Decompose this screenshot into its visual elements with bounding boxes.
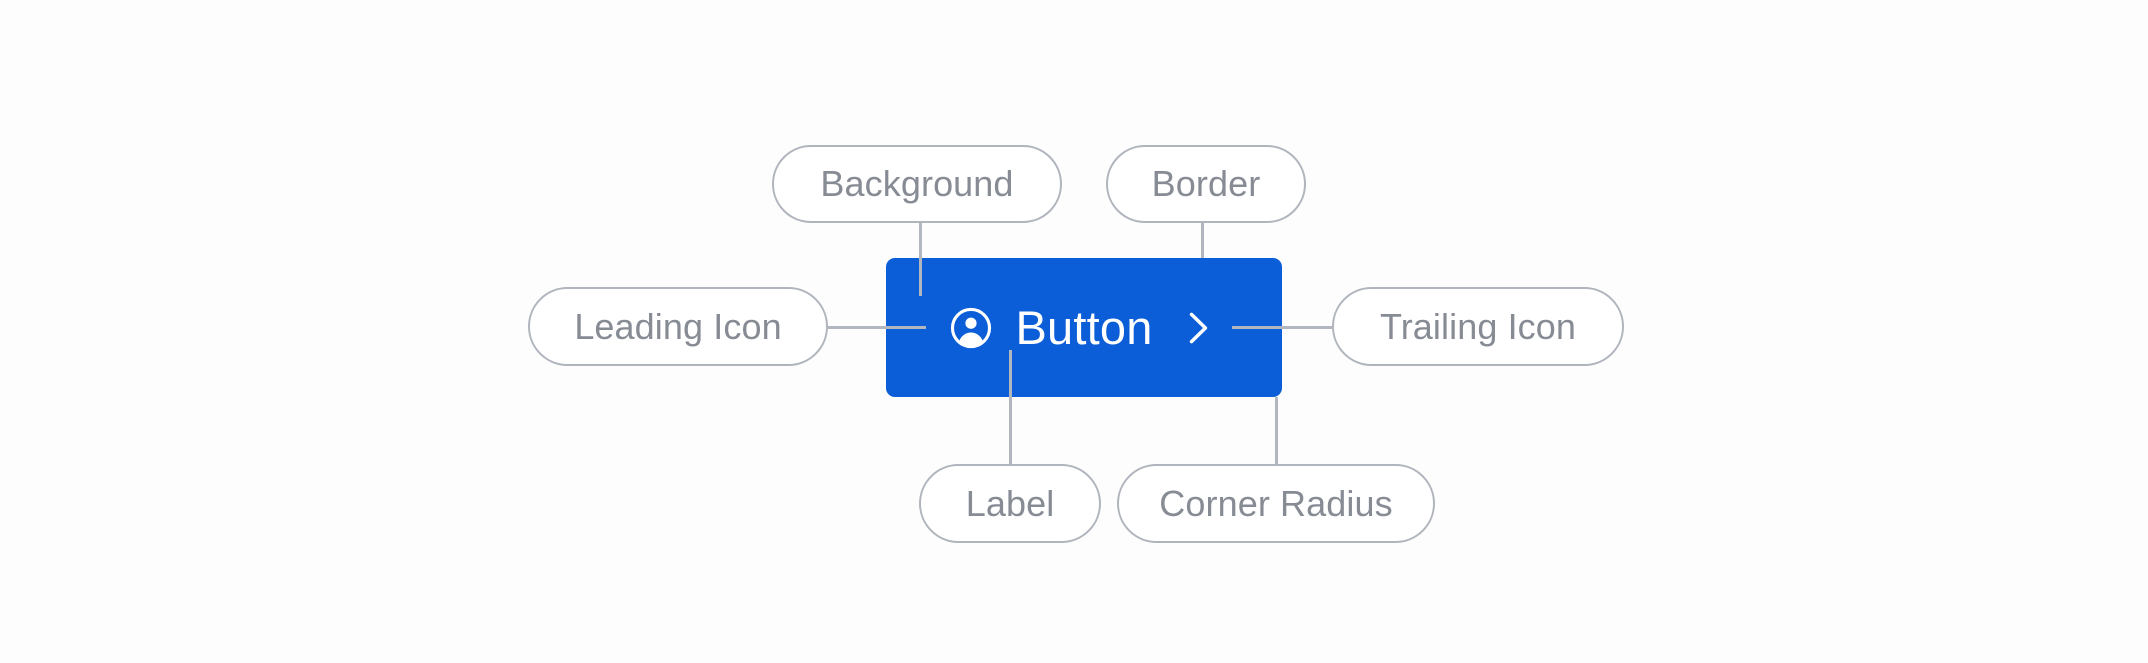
connector-border xyxy=(1201,222,1204,260)
button-component[interactable]: Button xyxy=(886,258,1282,397)
connector-background xyxy=(919,222,922,258)
annotation-pill-leading-icon[interactable]: Leading Icon xyxy=(528,287,828,366)
connector-leading-icon-inner xyxy=(886,326,926,329)
connector-label-inner xyxy=(1009,350,1012,397)
annotation-label-border: Border xyxy=(1151,163,1261,204)
annotation-pill-border[interactable]: Border xyxy=(1106,145,1306,223)
annotation-pill-trailing-icon[interactable]: Trailing Icon xyxy=(1332,287,1624,366)
annotation-pill-background[interactable]: Background xyxy=(772,145,1062,223)
connector-trailing-icon xyxy=(1282,326,1332,329)
connector-corner-radius xyxy=(1275,397,1278,465)
chevron-right-icon xyxy=(1175,306,1219,350)
annotation-label-background: Background xyxy=(820,163,1014,204)
annotation-pill-label[interactable]: Label xyxy=(919,464,1101,543)
annotation-label-corner-radius: Corner Radius xyxy=(1159,482,1393,524)
annotation-pill-corner-radius[interactable]: Corner Radius xyxy=(1117,464,1435,543)
annotation-label-leading-icon: Leading Icon xyxy=(574,305,782,347)
connector-background-inner xyxy=(919,258,922,296)
annotation-label-label: Label xyxy=(965,482,1055,524)
connector-leading-icon xyxy=(828,326,886,329)
connector-trailing-icon-inner xyxy=(1232,326,1282,329)
annotation-label-trailing-icon: Trailing Icon xyxy=(1379,305,1577,347)
connector-label xyxy=(1009,397,1012,465)
button-label: Button xyxy=(1015,301,1153,354)
account-circle-icon xyxy=(949,306,993,350)
